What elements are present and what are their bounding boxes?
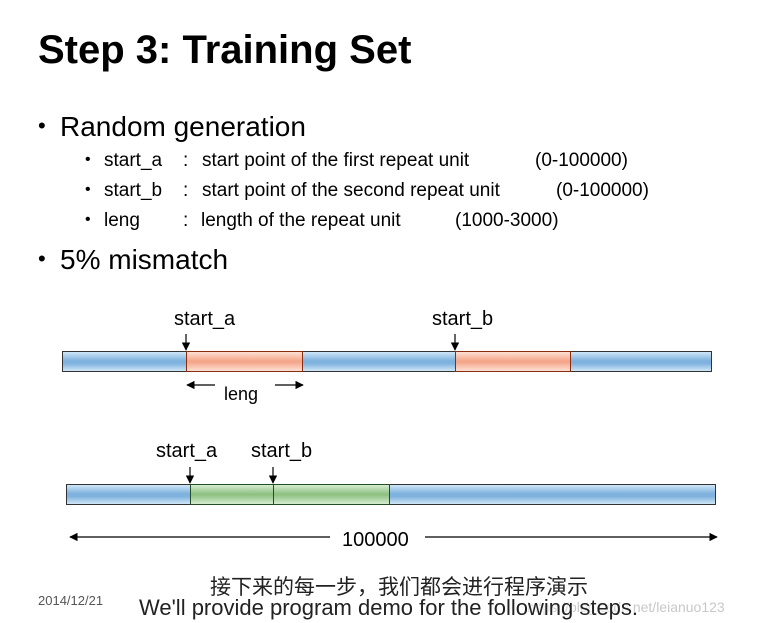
- sub-bullet-dot: •: [85, 151, 91, 168]
- sub-bullet-dot: •: [85, 181, 91, 198]
- bullet-mismatch: • 5% mismatch: [38, 244, 228, 276]
- param-name: start_a: [104, 150, 163, 171]
- diagram1-label-start-b: start_b: [432, 308, 494, 330]
- diagram2-label-start-b: start_b: [251, 440, 313, 462]
- leng-label: leng: [224, 384, 259, 404]
- diagram1-label-start-a: start_a: [174, 308, 236, 330]
- sub-bullet-start-a: • start_a : start point of the first rep…: [0, 150, 767, 172]
- bullet-random-generation: • Random generation: [38, 111, 306, 143]
- param-sep: :: [183, 150, 189, 171]
- repeat-unit-a: [186, 351, 303, 372]
- repeat-unit-a-overlap: [190, 484, 274, 505]
- bullet-text: 5% mismatch: [60, 244, 229, 275]
- bullet-dot: •: [38, 113, 46, 138]
- diagram2-label-start-a: start_a: [156, 440, 218, 462]
- bullet-dot: •: [38, 246, 46, 271]
- sub-bullet-start-b: • start_b : start point of the second re…: [0, 180, 767, 202]
- subtitle-english: We'll provide program demo for the follo…: [139, 595, 639, 620]
- param-desc: start point of the first repeat unit: [202, 150, 470, 171]
- param-range: (0-100000): [535, 150, 628, 171]
- subtitle-chinese: 接下来的每一步，我们都会进行程序演示: [210, 576, 588, 599]
- sequence-bar-2: [66, 484, 716, 505]
- param-sep: :: [183, 180, 189, 201]
- param-desc: start point of the second repeat unit: [202, 180, 500, 201]
- param-name: leng: [104, 210, 140, 231]
- param-name: start_b: [104, 180, 163, 201]
- slide-title: Step 3: Training Set: [38, 28, 412, 72]
- param-sep: :: [183, 210, 189, 231]
- slide-date: 2014/12/21: [38, 593, 104, 608]
- param-range: (1000-3000): [455, 210, 559, 231]
- sequence-length-label: 100000: [342, 529, 409, 551]
- sub-bullet-leng: • leng : length of the repeat unit (1000…: [0, 210, 767, 232]
- param-range: (0-100000): [556, 180, 649, 201]
- bullet-text: Random generation: [60, 111, 306, 142]
- sub-bullet-dot: •: [85, 211, 91, 228]
- sequence-bar-1: [62, 351, 712, 372]
- repeat-unit-b-overlap: [273, 484, 390, 505]
- param-desc: length of the repeat unit: [201, 210, 401, 231]
- repeat-unit-b: [455, 351, 571, 372]
- watermark-url: https://blog.csdn.net/leianuo123: [527, 599, 725, 615]
